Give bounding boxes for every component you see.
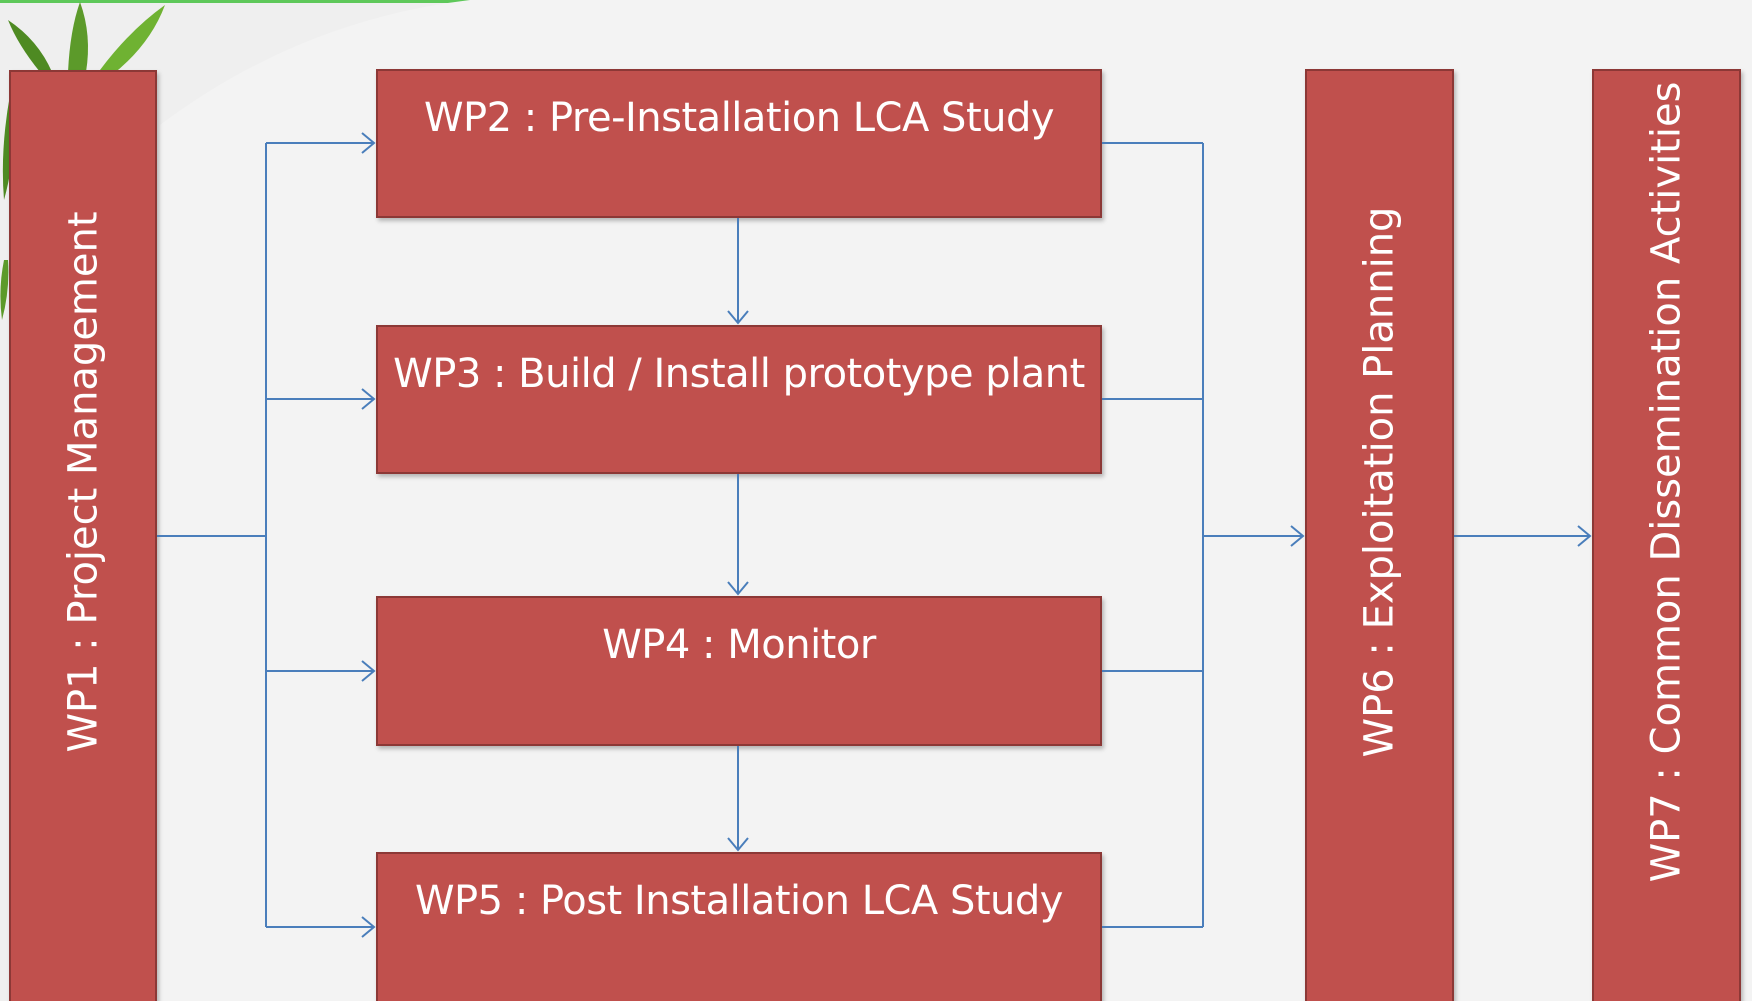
wp2-box: WP2 : Pre-Installation LCA Study: [376, 69, 1102, 218]
bamboo-leaves-decoration: [0, 2, 165, 320]
wp4-box: WP4 : Monitor: [376, 596, 1102, 746]
arrowhead-wp4-down: [727, 581, 749, 596]
wp3-label: WP3 : Build / Install prototype plant: [393, 351, 1085, 397]
wp6-box: WP6 : Exploitation Planning: [1305, 69, 1454, 1001]
wp1-box: WP1 : Project Management: [9, 70, 157, 1001]
arrowhead-wp5-in: [361, 916, 376, 938]
arrowhead-wp2-in: [361, 132, 376, 154]
arrowhead-wp5-down: [727, 837, 749, 852]
wp5-label: WP5 : Post Installation LCA Study: [415, 878, 1063, 924]
wp7-box: WP7 : Common Dissemination Activities: [1592, 69, 1741, 1001]
wp3-box: WP3 : Build / Install prototype plant: [376, 325, 1102, 474]
arrowhead-wp6-in: [1290, 525, 1305, 547]
wp5-box: WP5 : Post Installation LCA Study: [376, 852, 1102, 1001]
arrowhead-wp3-down: [727, 310, 749, 325]
wp4-label: WP4 : Monitor: [602, 622, 876, 668]
arrowhead-wp7-in: [1577, 525, 1592, 547]
arrowhead-wp3-in: [361, 388, 376, 410]
wp2-label: WP2 : Pre-Installation LCA Study: [423, 95, 1055, 141]
arrowhead-wp4-in: [361, 660, 376, 682]
